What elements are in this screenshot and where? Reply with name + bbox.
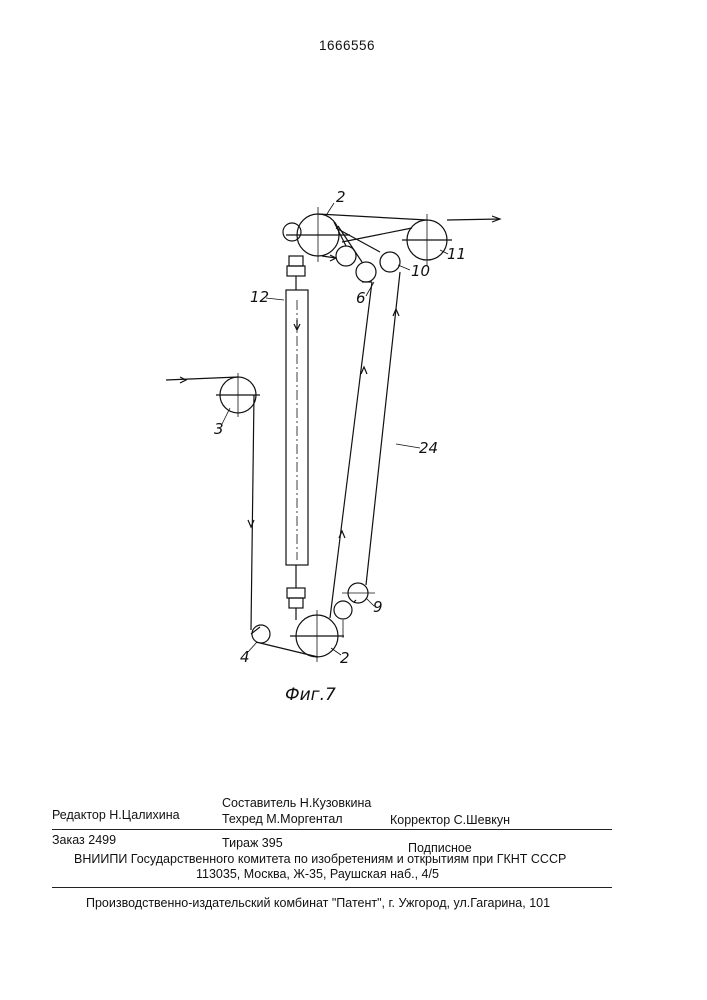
element-12-bottom-nut <box>289 598 303 608</box>
colophon-address: 113035, Москва, Ж-35, Раушская наб., 4/5 <box>196 867 439 881</box>
colophon-compiler: Составитель Н.Кузовкина <box>222 796 371 810</box>
web-2-6a <box>334 222 346 246</box>
colophon-institution: ВНИИПИ Государственного комитета по изоб… <box>74 852 566 866</box>
label-4: 4 <box>240 648 250 666</box>
label-9: 9 <box>373 598 383 616</box>
belt-24-left-arrow-2 <box>361 367 367 374</box>
belt-24-right <box>366 272 400 585</box>
label-2-bottom: 2 <box>340 649 350 667</box>
roller-10 <box>380 252 400 272</box>
belt-24-left-stub <box>354 600 356 602</box>
web-3-arrow <box>248 520 254 527</box>
colophon-order: Заказ 2499 <box>52 833 116 847</box>
colophon-rule-1 <box>52 829 612 830</box>
roller-4 <box>252 625 270 643</box>
label-24: 24 <box>419 439 438 457</box>
label-2-top-leader <box>327 203 334 214</box>
web-3-down <box>251 395 254 630</box>
web-exit <box>447 219 500 220</box>
label-6: 6 <box>356 289 366 307</box>
label-2-top: 2 <box>336 188 346 206</box>
label-11: 11 <box>447 245 466 263</box>
label-10-leader <box>398 265 410 270</box>
belt-24-left <box>330 282 372 618</box>
web-entry <box>166 377 238 380</box>
colophon-rule-2 <box>52 887 612 888</box>
figure-caption: Фиг.7 <box>285 685 336 705</box>
colophon-corrector: Корректор С.Шевкун <box>390 813 510 827</box>
element-12-top-cap <box>287 266 305 276</box>
colophon-editor: Редактор Н.Цалихина <box>52 808 180 822</box>
colophon-publisher: Производственно-издательский комбинат "П… <box>86 896 550 910</box>
roller-9a <box>334 601 352 619</box>
element-12-top-nut <box>289 256 303 266</box>
belt-24-left-arrow-1 <box>339 531 345 538</box>
web-top-to-11 <box>318 214 427 220</box>
belt-24-leader <box>396 444 420 448</box>
web-cross <box>342 228 412 242</box>
roller-6 <box>356 262 376 282</box>
label-12: 12 <box>250 288 269 306</box>
roller-small-top-left <box>283 223 301 241</box>
label-10: 10 <box>411 262 430 280</box>
colophon-circulation: Тираж 395 <box>222 836 283 850</box>
colophon-techred: Техред М.Моргентал <box>222 812 343 826</box>
web-entry-arrow <box>180 377 186 383</box>
label-3: 3 <box>214 420 224 438</box>
element-12-bottom-cap <box>287 588 305 598</box>
